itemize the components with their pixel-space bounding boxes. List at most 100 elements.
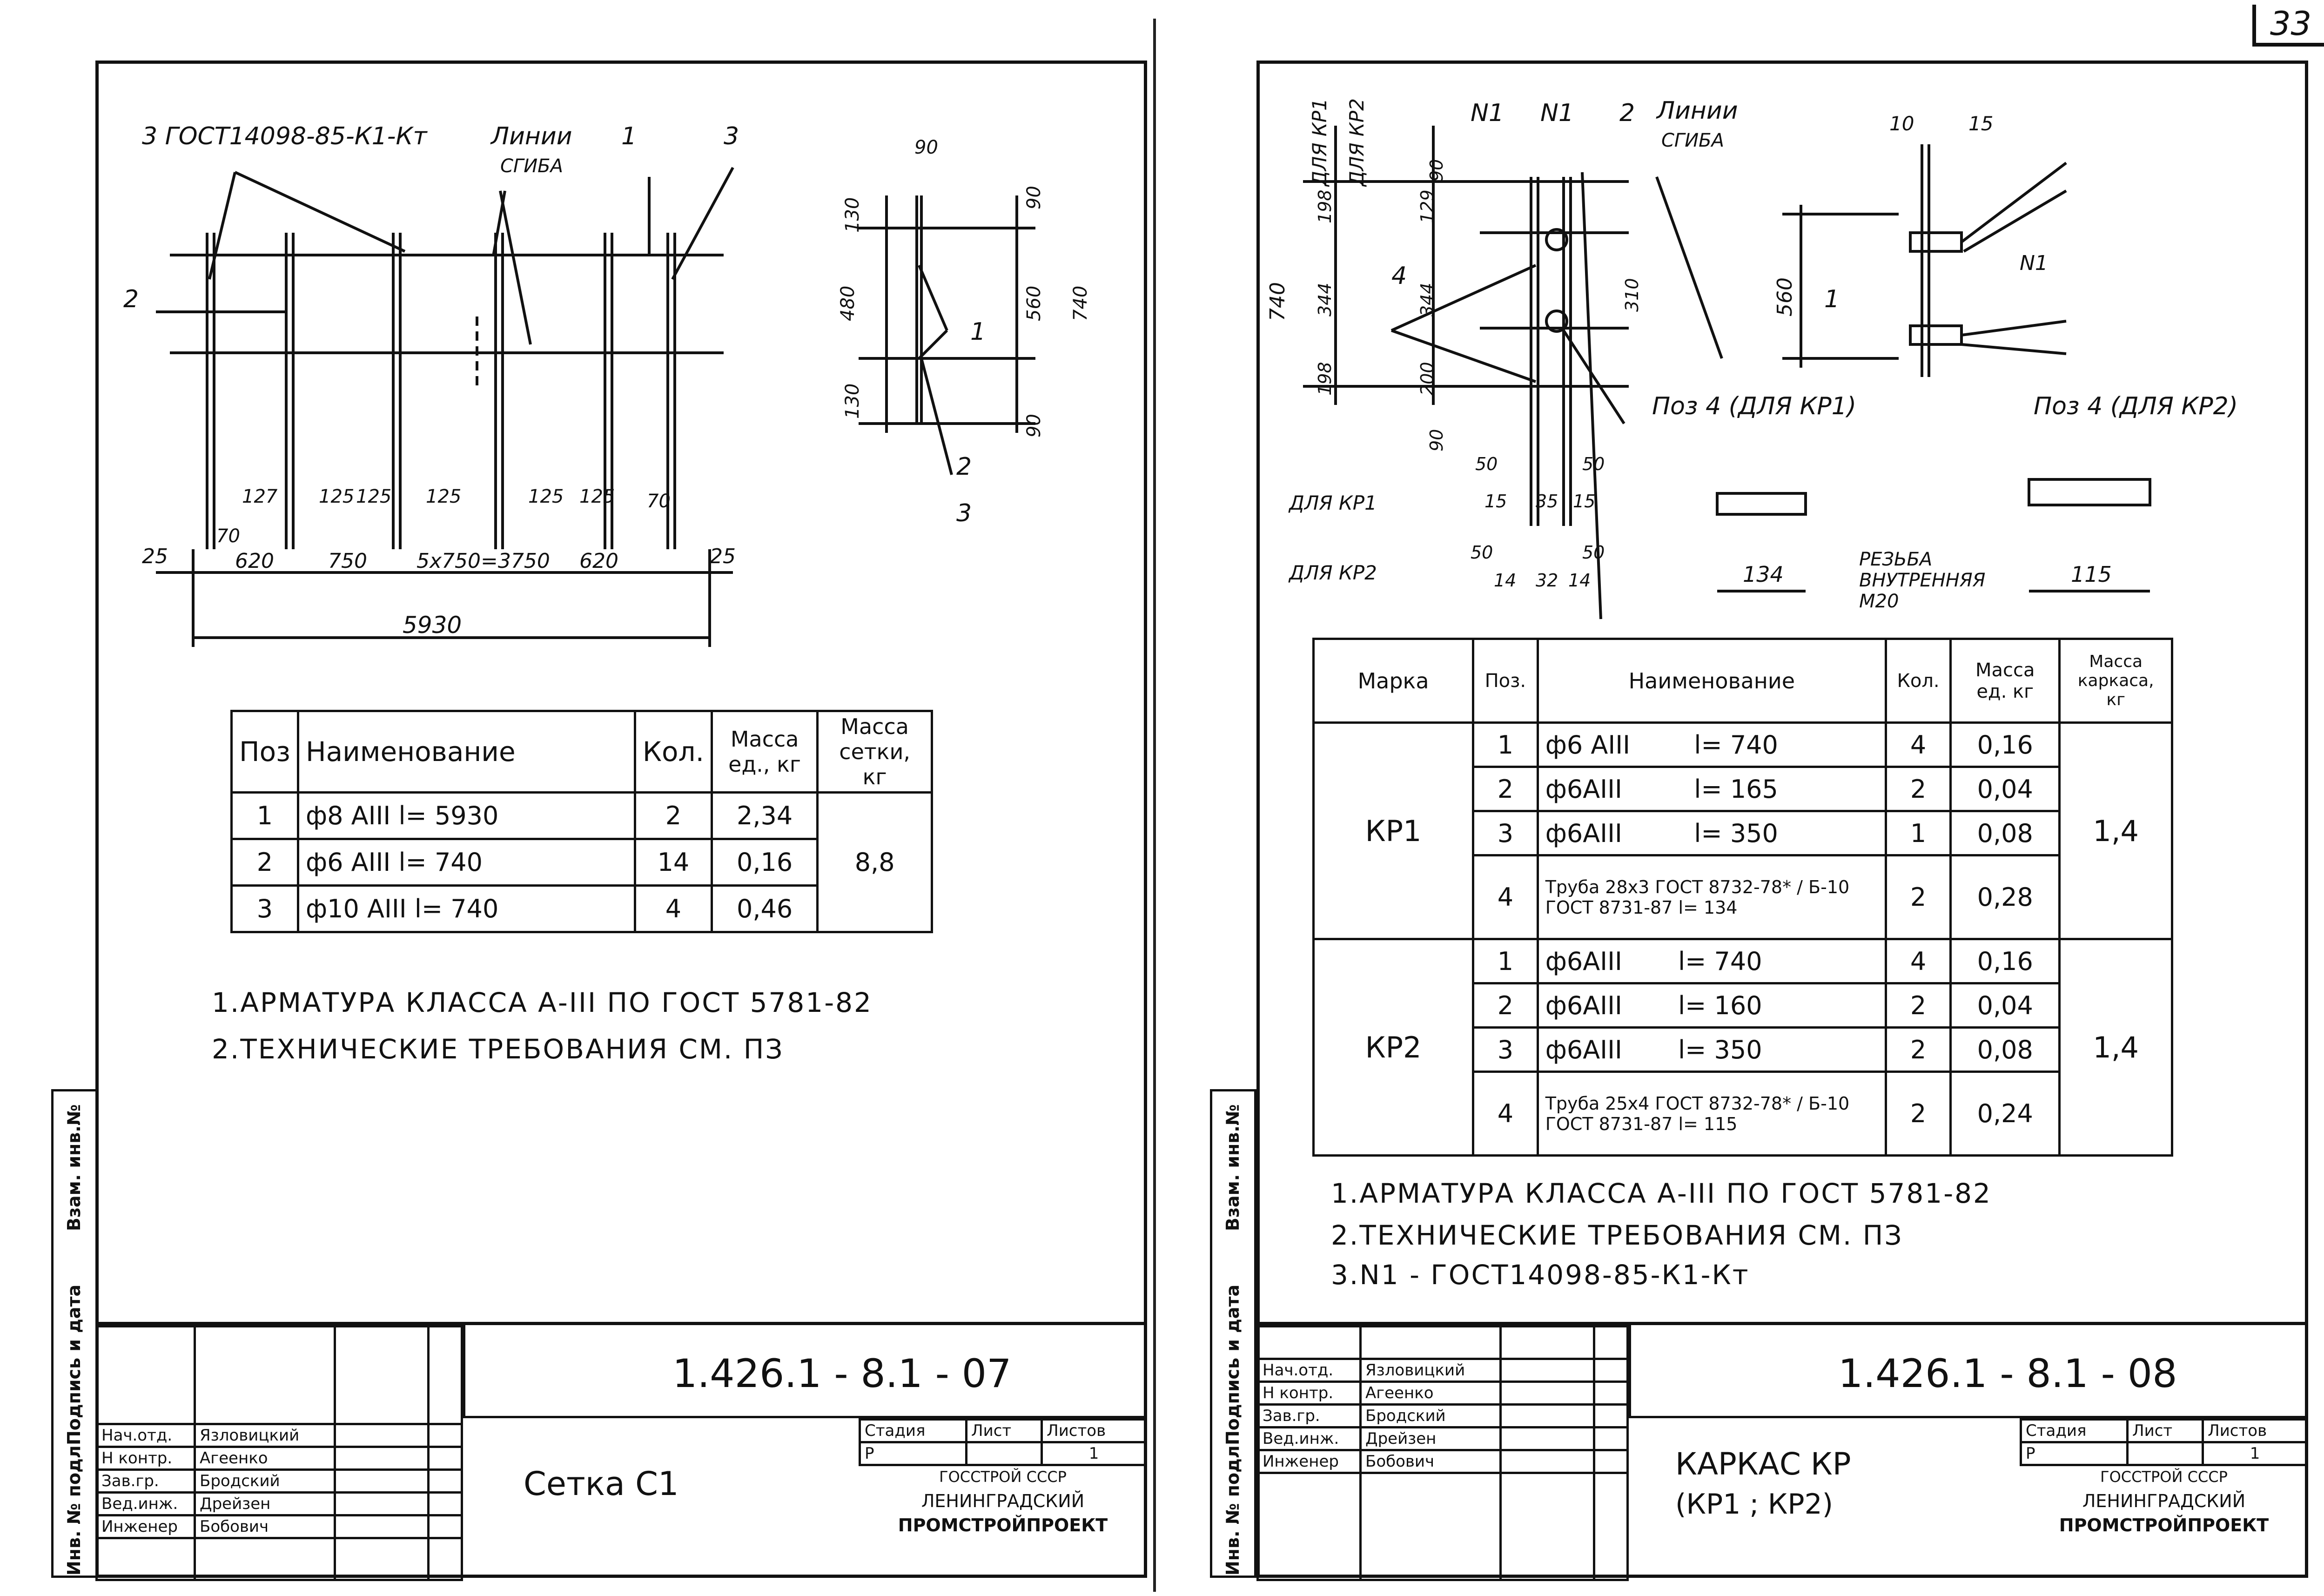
total-kp2: 1,4 [2058,938,2173,1157]
n1-label-a: N1 [1471,99,1504,127]
org-line-1: ГОССТРОЙ СССР [939,1468,1067,1486]
sec-dim-130a: 130 [842,197,863,233]
col-unit-mass: Масса ед., кг [711,710,819,794]
cell: 4 [1472,1071,1539,1157]
col-pos: Поз. [1472,638,1539,724]
sec-pos-3: 3 [956,499,972,527]
right-doc-number: 1.426.1 - 8.1 - 08 [1838,1351,2177,1396]
sheets-value: 1 [2202,1441,2308,1466]
right-stamp-signatures: Нач.отд.Язловицкий Н контр.Агеенко Зав.г… [1256,1325,1629,1581]
left-note-1: 1.АРМАТУРА КЛАССА А-III ПО ГОСТ 5781-82 [212,987,873,1018]
col-qty: Кол. [1884,638,1952,724]
cell: 14 [633,838,713,887]
for-kp1-vertical: ДЛЯ КР1 [1308,98,1331,187]
sheet-header: Лист [965,1418,1043,1443]
n1-label-b: N1 [1540,99,1574,127]
dim-50c: 50 [1471,542,1493,563]
stage-header: Стадия [2019,1418,2129,1443]
table-row: Зав.гр.Бродский [1256,1403,1629,1428]
cell: Нач.отд. [95,1423,196,1448]
col-mark: Марка [1312,638,1475,724]
stage-header: Стадия [858,1418,968,1443]
cell: 1 [1472,721,1539,768]
pos4-kp2-caption: Поз 4 (ДЛЯ КР2) [2034,392,2238,420]
cell: 2 [1884,766,1952,812]
col-name: Наименование [296,710,636,794]
callout-3-label: 3 ГОСТ14098-85-К1-Кт [142,122,428,150]
for-kp2-label: ДЛЯ КР2 [1288,561,1377,584]
dim-620a: 620 [235,549,274,573]
cell: 4 [1884,721,1952,768]
cell: Вед.инж. [1256,1426,1362,1451]
side-label-inv: Инв. № подл. [64,1438,84,1576]
page-number: 33 [2252,5,2324,47]
cell: 0,04 [1949,766,2061,812]
table-row: 2 ф6 АIII l= 740 14 0,16 [230,838,932,887]
dim-15: 15 [1968,112,1993,135]
mesh-spec-table: Поз Наименование Кол. Масса ед., кг Масс… [230,710,933,933]
dim-50a: 50 [1475,454,1498,474]
cell: ф6АIII l= 350 [1536,810,1887,856]
table-row: 2 ф6АIII l= 165 2 0,04 [1314,766,2172,812]
cell: ф6 АIII l= 740 [1536,721,1887,768]
dim-125e: 125 [579,486,615,507]
dim-125b: 125 [356,486,391,507]
dim-750: 750 [328,549,367,573]
sec-dim-90b: 90 [1023,186,1045,209]
col-unit-mass: Масса ед. кг [1949,638,2061,724]
cell: 0,16 [1949,721,2061,768]
table-row: 3 ф6АIII l= 350 2 0,08 [1314,1026,2172,1073]
stage-value: Р [858,1441,968,1466]
org-line-1: ГОССТРОЙ СССР [2100,1468,2228,1486]
cell: ф10 АIII l= 740 [296,884,636,933]
dim-32: 32 [1536,570,1558,591]
sec-dim-480: 480 [837,286,859,321]
mesh-c1-drawing: 3 ГОСТ14098-85-К1-Кт Линии СГИБА 1 3 2 2… [123,122,1091,647]
sec-dim-90c: 90 [1023,414,1045,438]
thread-label-2: ВНУТРЕННЯЯ [1859,570,1985,591]
cell: ф6АIII l= 165 [1536,766,1887,812]
dim-90a: 90 [1426,159,1447,182]
org-line-2: ЛЕНИНГРАДСКИЙ [2082,1491,2246,1511]
org-line-3: ПРОМСТРОЙПРОЕКТ [898,1515,1108,1535]
dim-5x750: 5x750=3750 [416,549,550,573]
dim-740: 740 [1266,282,1290,321]
cell: Труба 25х4 ГОСТ 8732-78* / Б-10 ГОСТ 873… [1536,1071,1887,1157]
side-label-replace: Взам. инв.№ [1222,1104,1243,1232]
org-line-3: ПРОМСТРОЙПРОЕКТ [2059,1515,2269,1535]
left-title-block: Нач.отд.Язловицкий Н контр.Агеенко Зав.г… [95,1322,1147,1581]
dim-50d: 50 [1582,542,1605,563]
cell: Агеенко [194,1446,336,1471]
left-side-band: Взам. инв.№ Подпись и дата Инв. № подл. [51,1089,98,1578]
mark-kp2: КР2 [1312,938,1475,1157]
dim-70a: 70 [216,525,240,547]
cell: 2 [1472,766,1539,812]
side-label-inv: Инв. № подл. [1222,1438,1243,1576]
dim-5930: 5930 [403,612,462,639]
cell: 2 [1884,1071,1952,1157]
dim-15a: 15 [1484,491,1507,512]
cell: Н контр. [1256,1381,1362,1406]
table-row: Н контр.Агеенко [95,1446,463,1471]
cell: Язловицкий [1359,1358,1502,1383]
table-row: 4 Труба 25х4 ГОСТ 8732-78* / Б-10 ГОСТ 8… [1314,1071,2172,1157]
side-label-replace: Взам. инв.№ [64,1104,84,1232]
dim-125c: 125 [426,486,461,507]
pos4-kp1-caption: Поз 4 (ДЛЯ КР1) [1652,392,1856,420]
bend-label-line1: Линии [1656,97,1738,125]
right-note-1: 1.АРМАТУРА КЛАССА А-III ПО ГОСТ 5781-82 [1331,1178,1992,1209]
pos-1-label: 1 [1824,285,1840,313]
sheet-value [965,1441,1043,1466]
sec-dim-560: 560 [1023,286,1045,321]
table-row: 4 Труба 28х3 ГОСТ 8732-78* / Б-10 ГОСТ 8… [1314,854,2172,940]
dim-200: 200 [1417,362,1437,396]
cell: Бродский [1359,1403,1502,1428]
right-doc-number-cell [1629,1325,2308,1418]
cell: 0,46 [711,884,819,933]
bend-label-line1: Линии [490,122,572,150]
table-row: 3 ф6АIII l= 350 1 0,08 [1314,810,2172,856]
dim-14a: 14 [1494,570,1516,591]
dim-10: 10 [1889,112,1914,135]
